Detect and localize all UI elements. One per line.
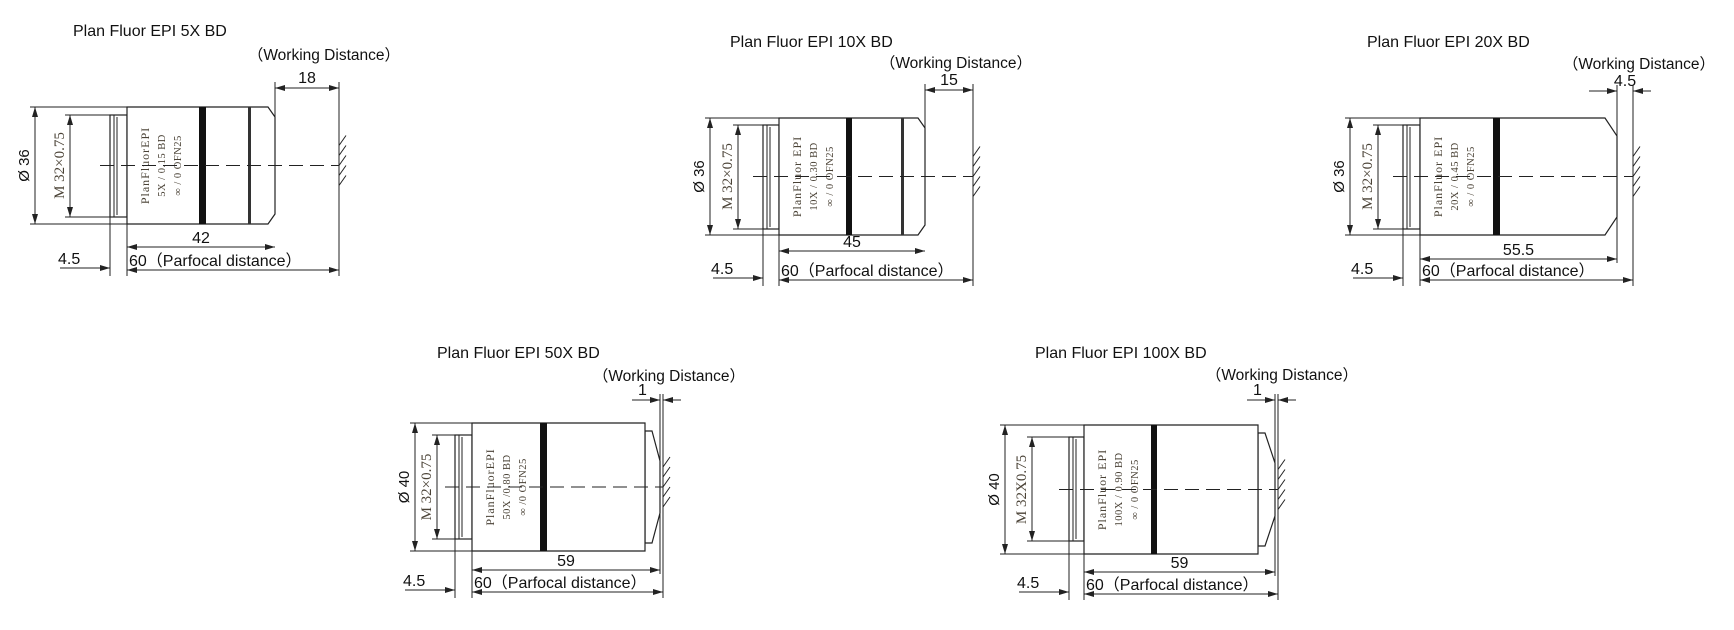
hatch-mark [1277, 469, 1286, 480]
hatch-mark [972, 186, 981, 197]
objective-drawing-10x: Plan Fluor EPI 10X BD（Working Distance）P… [691, 34, 1032, 286]
objective-drawing-20x: Plan Fluor EPI 20X BD（Working Distance）P… [1331, 34, 1715, 286]
color-band [199, 107, 206, 224]
parfocal-value: 60（Parfocal distance） [1422, 262, 1595, 280]
engraving-line: ∞ / 0 OFN25 [173, 135, 184, 196]
thread-value: M 32×0.75 [419, 454, 435, 521]
hatch-mark [338, 175, 347, 186]
hatch-mark [972, 156, 981, 167]
color-band [1493, 118, 1500, 235]
working-distance-label: （Working Distance） [593, 368, 745, 385]
hatch-mark [1277, 459, 1286, 470]
hatch-mark [662, 496, 671, 508]
engraving-line: 20X / 0.45 BD [1450, 142, 1461, 210]
hatch-mark [1632, 146, 1641, 157]
hatch-mark [1277, 479, 1286, 490]
engraving-line: 10X / 0.30 BD [809, 142, 820, 210]
thread-value: M 32×0.75 [52, 132, 68, 199]
hatch-mark [662, 486, 671, 498]
hatch-mark [338, 155, 347, 166]
objective-title: Plan Fluor EPI 20X BD [1367, 34, 1530, 51]
length-value: 59 [1171, 555, 1189, 572]
thread-value: M 32×0.75 [720, 143, 736, 210]
hatch-mark [1632, 166, 1641, 177]
working-distance-value: 4.5 [1614, 73, 1636, 90]
parfocal-value: 60（Parfocal distance） [129, 252, 302, 270]
objective-title: Plan Fluor EPI 10X BD [730, 34, 893, 51]
objective-drawing-50x: Plan Fluor EPI 50X BD（Working Distance）P… [396, 345, 745, 598]
length-value: 55.5 [1503, 242, 1534, 259]
engraving-line: ∞ / 0 OFN25 [1466, 146, 1477, 207]
offset-value: 4.5 [1017, 575, 1039, 592]
length-value: 45 [843, 234, 861, 251]
length-value: 59 [557, 553, 575, 570]
color-band [540, 423, 547, 551]
hatch-mark [338, 145, 347, 156]
hatch-mark [1277, 499, 1286, 510]
thread-value: M 32×0.75 [1360, 143, 1376, 210]
hatch-mark [972, 176, 981, 187]
engraving-line: 50X /0.80 BD [502, 454, 513, 519]
parfocal-value: 60（Parfocal distance） [781, 262, 954, 280]
working-distance-label: （Working Distance） [248, 47, 400, 64]
hatch-mark [1632, 186, 1641, 197]
offset-value: 4.5 [711, 261, 733, 278]
hatch-mark [662, 466, 671, 478]
engraving-line: ∞ /0 OFN25 [518, 458, 529, 515]
working-distance-value: 15 [940, 72, 958, 89]
hatch-mark [662, 476, 671, 488]
working-distance-value: 1 [638, 382, 647, 399]
working-distance-value: 1 [1253, 382, 1262, 399]
parfocal-value: 60（Parfocal distance） [474, 574, 647, 592]
diameter-value: Ø 40 [986, 473, 1003, 506]
objective-title: Plan Fluor EPI 100X BD [1035, 345, 1207, 362]
hatch-mark [338, 135, 347, 146]
diameter-value: Ø 36 [1331, 160, 1348, 193]
diameter-value: Ø 40 [396, 471, 413, 504]
objective-title: Plan Fluor EPI 5X BD [73, 23, 227, 40]
thread-value: M 32X0.75 [1014, 455, 1030, 524]
hatch-mark [662, 456, 671, 468]
hatch-mark [1277, 489, 1286, 500]
engraving-line: 100X / 0.90 BD [1114, 452, 1125, 526]
working-distance-label: （Working Distance） [880, 55, 1032, 72]
objective-title: Plan Fluor EPI 50X BD [437, 345, 600, 362]
diameter-value: Ø 36 [691, 160, 708, 193]
offset-value: 4.5 [403, 573, 425, 590]
hatch-mark [972, 166, 981, 177]
hatch-mark [1632, 176, 1641, 187]
diameter-value: Ø 36 [16, 149, 33, 182]
hatch-mark [972, 146, 981, 157]
working-distance-value: 18 [298, 70, 316, 87]
objective-drawing-100x: Plan Fluor EPI 100X BD （Working Distance）… [986, 345, 1358, 600]
working-distance-label: （Working Distance） [1563, 56, 1715, 73]
hatch-mark [1632, 156, 1641, 167]
objective-drawing-5x: Plan Fluor EPI 5X BD（Working Distance）Pl… [16, 23, 400, 276]
length-value: 42 [192, 230, 210, 247]
offset-value: 4.5 [58, 251, 80, 268]
parfocal-value: 60（Parfocal distance） [1086, 576, 1259, 594]
hatch-mark [338, 165, 347, 176]
engraving-line: 5X / 0.15 BD [157, 134, 168, 197]
offset-value: 4.5 [1351, 261, 1373, 278]
engraving-line: ∞ / 0 OFN25 [825, 146, 836, 207]
working-distance-label: （Working Distance） [1206, 367, 1358, 384]
